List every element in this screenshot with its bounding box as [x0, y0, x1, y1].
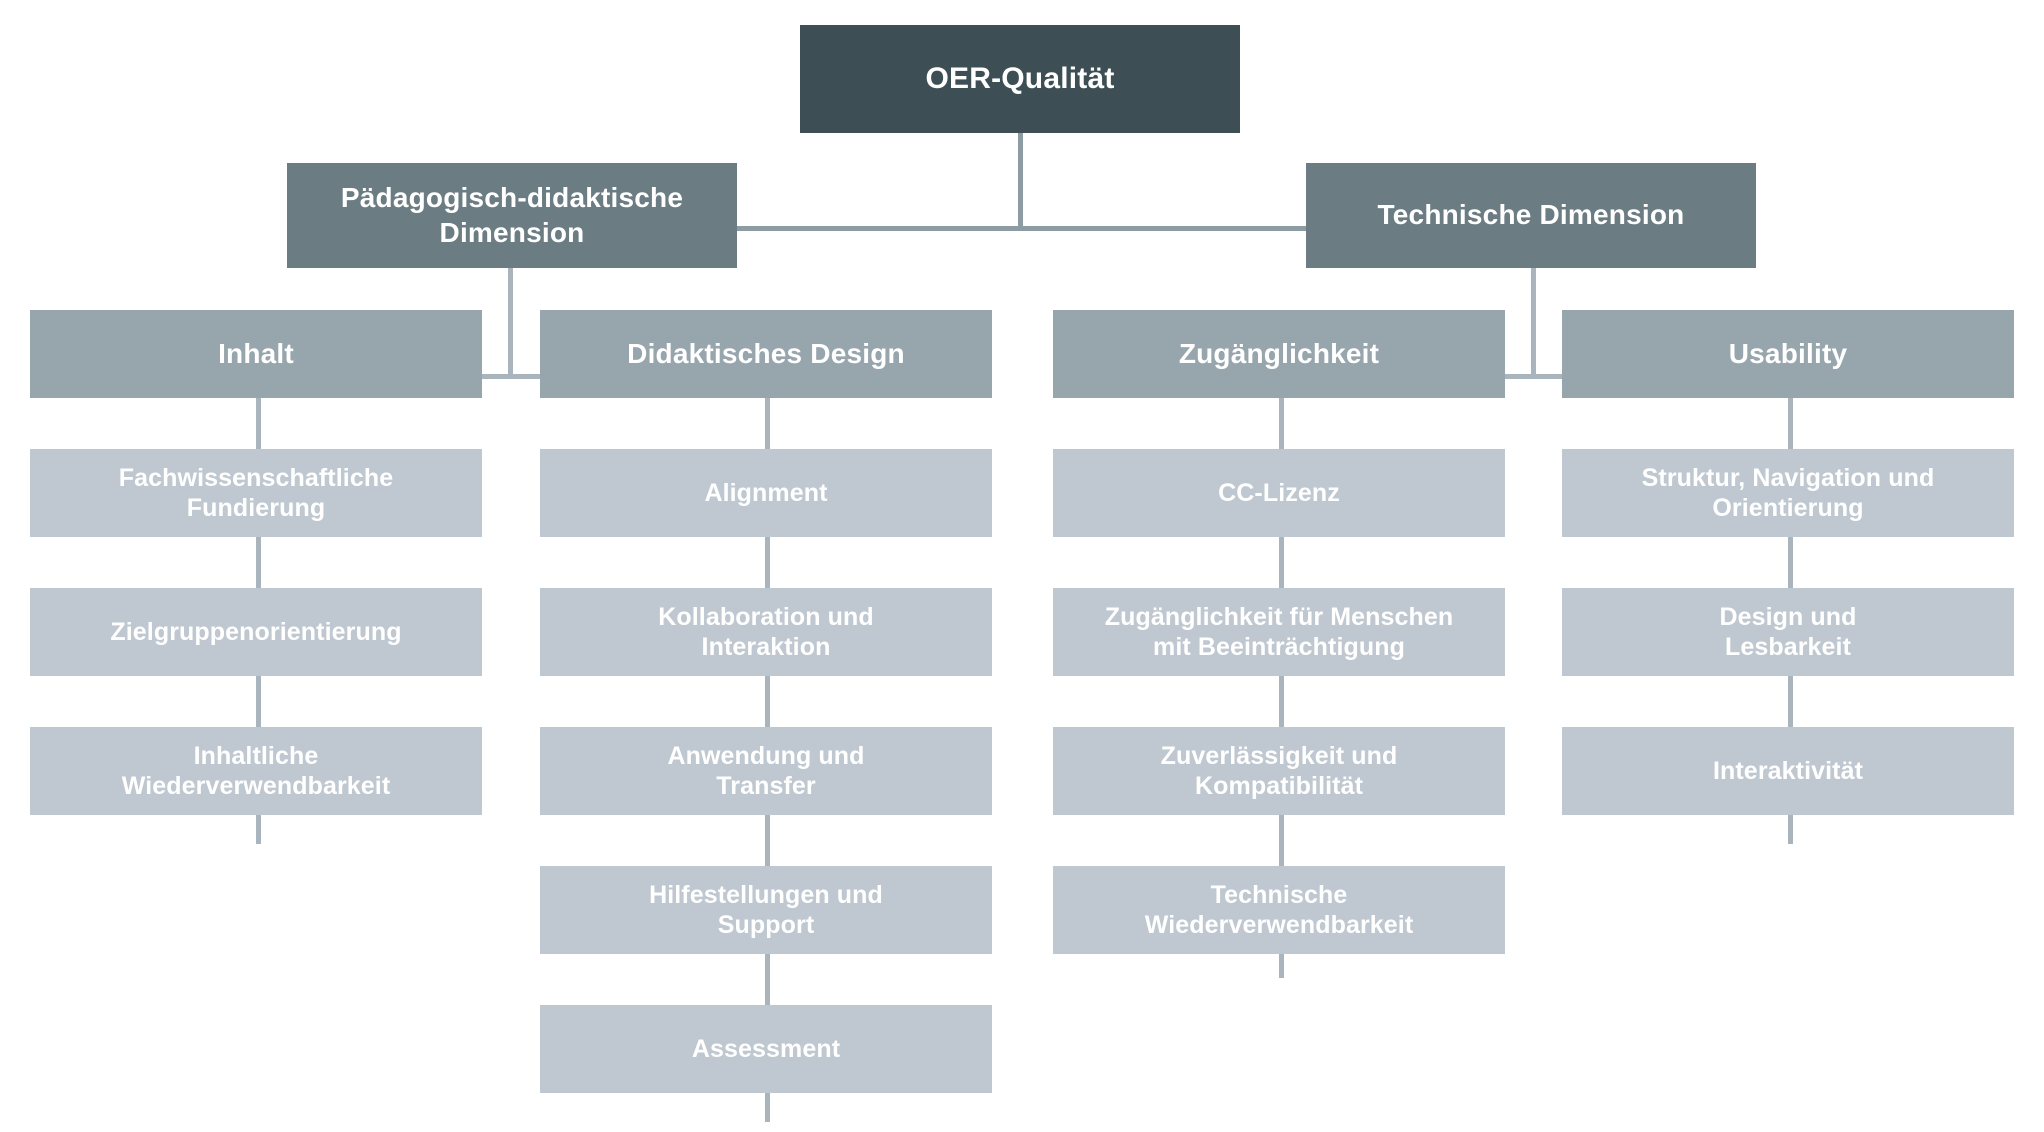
node-label: Zielgruppenorientierung	[110, 617, 402, 646]
node-label: OER-Qualität	[925, 61, 1115, 95]
node-leaf-kollaboration-und-interaktion[interactable]: Kollaboration und Interaktion	[540, 588, 992, 676]
node-label: Assessment	[691, 1034, 841, 1063]
node-label: Zugänglichkeit	[1178, 337, 1380, 369]
node-leaf-assessment[interactable]: Assessment	[540, 1005, 992, 1093]
node-leaf-zuverlaessigkeit-und-kompatibilitaet[interactable]: Zuverlässigkeit und Kompatibilität	[1053, 727, 1505, 815]
node-label: Usability	[1728, 337, 1848, 369]
node-label: Design und Lesbarkeit	[1719, 602, 1857, 662]
node-leaf-design-und-lesbarkeit[interactable]: Design und Lesbarkeit	[1562, 588, 2014, 676]
node-category-zugaenglichkeit[interactable]: Zugänglichkeit	[1053, 310, 1505, 398]
node-label: Technische Dimension	[1377, 199, 1685, 231]
node-label: Hilfestellungen und Support	[649, 880, 883, 940]
node-leaf-zugaenglichkeit-fuer-menschen-mit-beeintraechtigung[interactable]: Zugänglichkeit für Menschen mit Beeinträ…	[1053, 588, 1505, 676]
node-label: Pädagogisch-didaktische Dimension	[340, 182, 684, 248]
node-leaf-interaktivitaet[interactable]: Interaktivität	[1562, 727, 2014, 815]
node-label: Fachwissenschaftliche Fundierung	[118, 463, 394, 523]
node-label: Anwendung und Transfer	[667, 741, 865, 801]
node-label: Alignment	[704, 478, 828, 507]
node-leaf-fachwissenschaftliche-fundierung[interactable]: Fachwissenschaftliche Fundierung	[30, 449, 482, 537]
connector-root-stem	[1018, 133, 1023, 230]
node-category-inhalt[interactable]: Inhalt	[30, 310, 482, 398]
connector-technical-bar	[1281, 374, 1791, 379]
node-label: Zuverlässigkeit und Kompatibilität	[1160, 741, 1398, 801]
node-label: CC-Lizenz	[1218, 478, 1340, 507]
node-category-usability[interactable]: Usability	[1562, 310, 2014, 398]
node-leaf-struktur-navigation-und-orientierung[interactable]: Struktur, Navigation und Orientierung	[1562, 449, 2014, 537]
node-label: Kollaboration und Interaktion	[658, 602, 874, 662]
node-dimension-technical[interactable]: Technische Dimension	[1306, 163, 1756, 268]
node-label: Interaktivität	[1712, 756, 1864, 785]
node-leaf-technische-wiederverwendbarkeit[interactable]: Technische Wiederverwendbarkeit	[1053, 866, 1505, 954]
node-root-oer-qualitaet[interactable]: OER-Qualität	[800, 25, 1240, 133]
node-label: Zugänglichkeit für Menschen mit Beeinträ…	[1104, 602, 1454, 662]
connector-pedagogical-bar	[258, 374, 768, 379]
node-leaf-anwendung-und-transfer[interactable]: Anwendung und Transfer	[540, 727, 992, 815]
node-label: Inhalt	[218, 337, 294, 369]
node-leaf-hilfestellungen-und-support[interactable]: Hilfestellungen und Support	[540, 866, 992, 954]
connector-column-zugaenglichkeit	[1279, 374, 1284, 978]
node-label: Inhaltliche Wiederverwendbarkeit	[121, 741, 391, 801]
node-leaf-cc-lizenz[interactable]: CC-Lizenz	[1053, 449, 1505, 537]
node-leaf-zielgruppenorientierung[interactable]: Zielgruppenorientierung	[30, 588, 482, 676]
node-label: Didaktisches Design	[627, 337, 905, 369]
node-label: Technische Wiederverwendbarkeit	[1144, 880, 1414, 940]
node-category-didaktisches-design[interactable]: Didaktisches Design	[540, 310, 992, 398]
connector-technical-stem	[1531, 268, 1536, 378]
node-dimension-pedagogical[interactable]: Pädagogisch-didaktische Dimension	[287, 163, 737, 268]
node-leaf-inhaltliche-wiederverwendbarkeit[interactable]: Inhaltliche Wiederverwendbarkeit	[30, 727, 482, 815]
connector-pedagogical-stem	[508, 268, 513, 378]
node-label: Struktur, Navigation und Orientierung	[1641, 463, 1935, 523]
node-leaf-alignment[interactable]: Alignment	[540, 449, 992, 537]
connector-dimension-bar	[735, 226, 1307, 231]
